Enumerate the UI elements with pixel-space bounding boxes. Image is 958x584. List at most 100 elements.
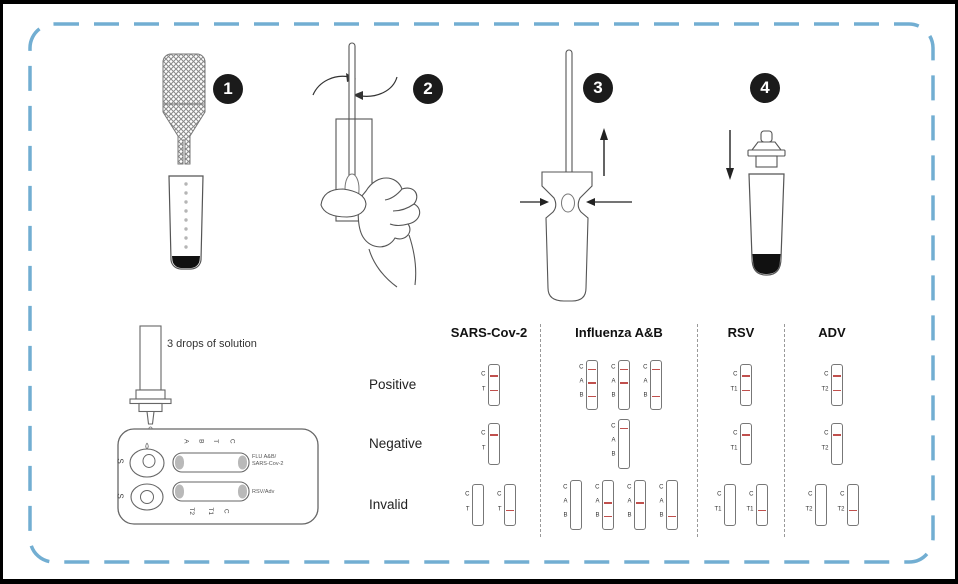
test-strip: C T2: [805, 484, 827, 526]
column-header-adv: ADV: [818, 325, 846, 340]
result-line-c: [832, 434, 841, 436]
strip-window: [723, 484, 736, 526]
result-line-a: [619, 382, 628, 384]
strip-label-c: C: [643, 364, 648, 371]
down-arrow-icon: [726, 130, 734, 180]
result-line-b: [651, 395, 660, 398]
result-line-t: [505, 509, 514, 512]
result-line-a: [635, 502, 644, 504]
strip-label-c: C: [563, 484, 568, 491]
step-4-badge: 4: [750, 73, 780, 103]
strip-window: [569, 480, 582, 530]
window-marker-a: A: [182, 439, 190, 444]
strip-label-c: C: [659, 484, 664, 491]
result-line-t1: [741, 389, 750, 392]
swab-stick-icon: [348, 42, 356, 186]
step-4-illustration: [726, 130, 786, 276]
result-line-b: [587, 395, 596, 398]
strip-window: [830, 423, 843, 465]
strip-label-c: C: [611, 423, 616, 430]
strip-window: [487, 423, 500, 465]
strip-label-a: A: [579, 378, 584, 385]
result-line-c: [587, 368, 596, 371]
row-labels-spacer: [359, 324, 438, 354]
strip-window: [633, 480, 646, 530]
strip-label-c: C: [717, 491, 722, 498]
strip-label-c: C: [733, 430, 738, 437]
strip-window: [665, 480, 678, 530]
result-line-b: [603, 515, 612, 518]
strip-label-c: C: [465, 491, 470, 498]
result-line-c: [741, 434, 750, 436]
strip-window: [846, 484, 859, 526]
result-line-c: [741, 375, 750, 377]
result-line-c: [489, 434, 498, 436]
result-line-c: [832, 375, 841, 377]
dropper-cap-icon: [747, 130, 786, 168]
strip-label-t2: T2: [837, 506, 845, 513]
top-window-name-line2: SARS-Cov-2: [252, 460, 284, 467]
window-marker-t1: T1: [207, 507, 215, 516]
strip-label-t1: T1: [714, 506, 722, 513]
step-1-illustration: [162, 53, 206, 270]
strip-label-a: A: [611, 437, 616, 444]
step-1-badge: 1: [213, 74, 243, 104]
step-3-illustration: [520, 49, 632, 302]
strip-label-b: B: [595, 512, 600, 519]
row-label-invalid: Invalid: [369, 496, 409, 512]
result-line-t: [489, 389, 498, 392]
strip-label-t1: T1: [730, 386, 738, 393]
step-3-badge: 3: [583, 73, 613, 103]
strip-label-c: C: [481, 430, 486, 437]
strip-label-c: C: [840, 491, 845, 498]
strip-label-c: C: [595, 484, 600, 491]
strip-label-c: C: [808, 491, 813, 498]
result-line-c: [619, 368, 628, 371]
test-strip: C T2: [837, 484, 859, 526]
strip-label-b: B: [579, 392, 584, 399]
strip-window: [739, 423, 752, 465]
strip-label-c: C: [749, 491, 754, 498]
step-2-illustration: [312, 42, 421, 288]
strip-label-t: T: [465, 506, 470, 513]
step-2-badge: 2: [413, 74, 443, 104]
result-line-c: [619, 427, 628, 430]
strip-label-t2: T2: [821, 386, 829, 393]
result-line-b: [667, 515, 676, 518]
strip-label-a: A: [659, 498, 664, 505]
strip-label-b: B: [643, 392, 648, 399]
results-row-labels: Positive Negative Invalid: [359, 324, 438, 537]
strip-label-t2: T2: [805, 506, 813, 513]
hand-icon: [320, 177, 421, 288]
column-header-influenza-a-b: Influenza A&B: [575, 325, 663, 340]
strip-window: [617, 419, 630, 469]
extraction-tube-icon: [168, 175, 204, 270]
window-marker-b: B: [197, 439, 205, 444]
